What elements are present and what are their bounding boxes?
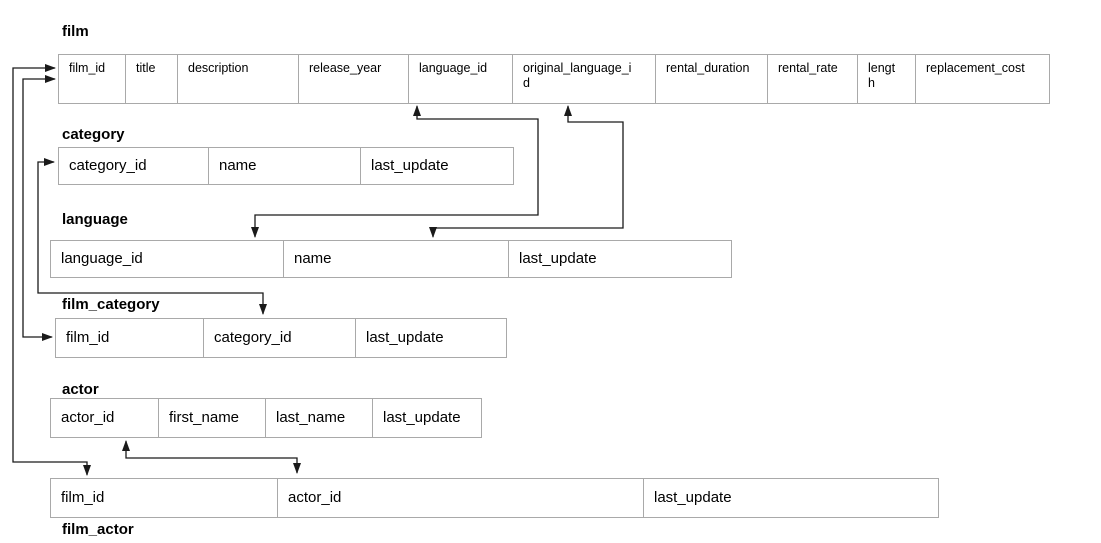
connector-film-film_id--film_category-film_id — [22, 75, 56, 341]
table-film_actor: film_id actor_id last_update — [50, 478, 939, 518]
column-category-name: name — [209, 148, 361, 184]
column-film-rental_duration: rental_duration — [656, 55, 768, 103]
column-film_category-film_id: film_id — [56, 319, 204, 357]
column-label: actor_id — [288, 488, 342, 506]
column-film_category-category_id: category_id — [204, 319, 356, 357]
column-film-film_id: film_id — [59, 55, 126, 103]
column-film-original_language_id: original_language_id — [513, 55, 656, 103]
table-category: category_id name last_update — [58, 147, 514, 185]
column-label: name — [219, 156, 257, 174]
column-label: last_update — [383, 408, 461, 426]
column-label: replacement_cost — [926, 61, 1025, 75]
column-label: actor_id — [61, 408, 115, 426]
column-label: rental_duration — [666, 61, 750, 75]
table-film: film_id title description release_year langu… — [58, 54, 1050, 104]
column-category-last_update: last_update — [361, 148, 513, 184]
column-film_actor-last_update: last_update — [644, 479, 938, 517]
column-label: title — [136, 61, 156, 75]
column-film-description: description — [178, 55, 299, 103]
column-film-release_year: release_year — [299, 55, 409, 103]
column-language-name: name — [284, 241, 509, 277]
column-label: last_update — [654, 488, 732, 506]
column-language-language_id: language_id — [51, 241, 284, 277]
column-film_actor-film_id: film_id — [51, 479, 278, 517]
column-label: film_id — [69, 61, 106, 75]
column-label: first_name — [169, 408, 240, 426]
column-category-category_id: category_id — [59, 148, 209, 184]
column-actor-actor_id: actor_id — [51, 399, 159, 437]
column-actor-first_name: first_name — [159, 399, 266, 437]
column-label: category_id — [69, 156, 147, 174]
column-film-length: length — [858, 55, 916, 103]
column-label: film_id — [66, 328, 110, 346]
table-title-category: category — [62, 126, 125, 143]
column-language-last_update: last_update — [509, 241, 731, 277]
column-label: language_id — [419, 61, 488, 75]
column-label: description — [188, 61, 249, 75]
table-title-film_category: film_category — [62, 296, 160, 313]
column-label: category_id — [214, 328, 292, 346]
column-actor-last_update: last_update — [373, 399, 481, 437]
column-label: last_update — [366, 328, 444, 346]
column-label: name — [294, 249, 332, 267]
table-title-film: film — [62, 23, 89, 40]
column-film-title: title — [126, 55, 178, 103]
column-label: last_update — [371, 156, 449, 174]
column-film-rental_rate: rental_rate — [768, 55, 858, 103]
column-label: last_name — [276, 408, 346, 426]
column-label: film_id — [61, 488, 105, 506]
column-label: release_year — [309, 61, 382, 75]
column-film-replacement_cost: replacement_cost — [916, 55, 1049, 103]
table-title-language: language — [62, 211, 128, 228]
table-language: language_id name last_update — [50, 240, 732, 278]
column-label: original_language_id — [523, 61, 632, 91]
column-label: rental_rate — [778, 61, 838, 75]
table-film_category: film_id category_id last_update — [55, 318, 507, 358]
connector-actor-actor_id--film_actor-actor_id — [122, 440, 301, 474]
table-title-film_actor: film_actor — [62, 521, 134, 538]
column-label: last_update — [519, 249, 597, 267]
column-film_category-last_update: last_update — [356, 319, 506, 357]
column-actor-last_name: last_name — [266, 399, 373, 437]
column-film_actor-actor_id: actor_id — [278, 479, 644, 517]
column-film-language_id: language_id — [409, 55, 513, 103]
column-label: language_id — [61, 249, 143, 267]
column-label: length — [868, 61, 896, 91]
table-title-actor: actor — [62, 381, 99, 398]
table-actor: actor_id first_name last_name last_update — [50, 398, 482, 438]
